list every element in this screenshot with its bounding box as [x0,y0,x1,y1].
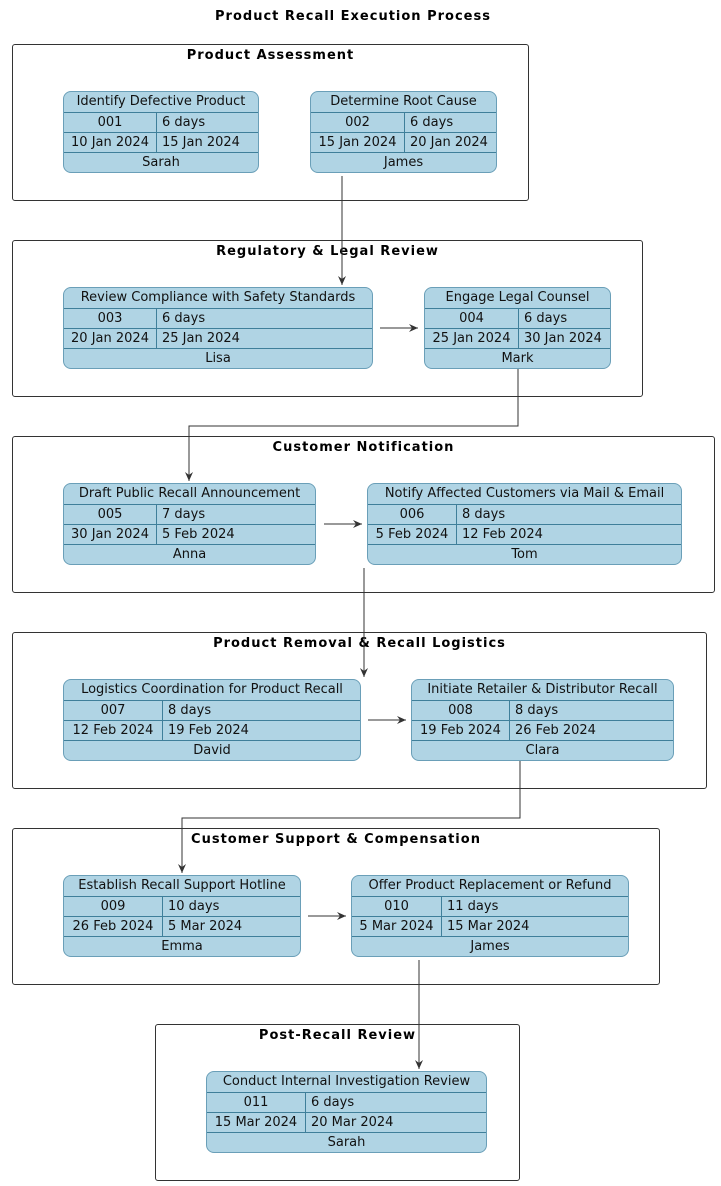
task-start: 30 Jan 2024 [64,525,157,545]
task-end: 5 Mar 2024 [168,919,243,934]
task-owner: James [470,939,510,954]
task-start: 5 Feb 2024 [368,525,457,545]
task-start: 25 Jan 2024 [425,329,519,349]
task-start: 5 Mar 2024 [352,917,442,937]
task-duration: 8 days [462,507,506,522]
task-owner: Lisa [205,351,231,366]
task-duration: 11 days [447,899,499,914]
task-id: 010 [352,897,442,917]
task-end: 26 Feb 2024 [515,723,596,738]
task-id: 003 [64,309,157,329]
task-id: 007 [64,701,163,721]
task-start: 15 Jan 2024 [311,133,405,153]
task-owner: Anna [172,547,207,562]
task-duration: 7 days [162,507,206,522]
task-duration: 6 days [162,311,206,326]
task-name: Conduct Internal Investigation Review [222,1074,471,1089]
task-id: 005 [64,505,157,525]
task-name: Review Compliance with Safety Standards [80,290,356,305]
group-5: Post-Recall Review [155,1024,520,1181]
task-node-007[interactable]: Logistics Coordination for Product Recal… [63,679,361,761]
arrow-004-005 [185,369,519,481]
task-name: Notify Affected Customers via Mail & Ema… [384,486,665,501]
task-owner: Mark [501,351,534,366]
task-id: 008 [412,701,510,721]
group-title: Post-Recall Review [258,1028,417,1043]
task-name: Offer Product Replacement or Refund [368,878,612,893]
task-owner: Sarah [142,155,180,170]
task-node-004[interactable]: Engage Legal Counsel 004 6 days 25 Jan 20… [424,287,611,369]
task-duration: 10 days [168,899,220,914]
group-1: Regulatory & Legal Review [12,240,643,397]
task-node-008[interactable]: Initiate Retailer & Distributor Recall 0… [411,679,674,761]
task-owner: David [193,743,231,758]
task-id: 006 [368,505,457,525]
task-id: 001 [64,113,157,133]
task-node-009[interactable]: Establish Recall Support Hotline 009 10 d… [63,875,301,957]
task-start: 12 Feb 2024 [64,721,163,741]
group-title: Customer Support & Compensation [191,832,481,847]
task-node-003[interactable]: Review Compliance with Safety Standards … [63,287,373,369]
task-end: 19 Feb 2024 [168,723,249,738]
task-end: 25 Jan 2024 [162,331,240,346]
task-id: 009 [64,897,163,917]
task-start: 19 Feb 2024 [412,721,510,741]
task-duration: 6 days [524,311,568,326]
task-node-006[interactable]: Notify Affected Customers via Mail & Ema… [367,483,682,565]
group-0: Product Assessment [12,44,529,201]
group-title: Customer Notification [272,440,455,455]
task-end: 15 Mar 2024 [447,919,530,934]
task-name: Logistics Coordination for Product Recal… [81,682,343,697]
task-name: Determine Root Cause [330,94,477,109]
task-start: 10 Jan 2024 [64,133,157,153]
task-end: 12 Feb 2024 [462,527,543,542]
task-node-005[interactable]: Draft Public Recall Announcement 005 7 da… [63,483,316,565]
task-duration: 6 days [410,115,454,130]
task-name: Draft Public Recall Announcement [78,486,301,501]
group-title: Product Assessment [186,48,355,63]
task-end: 5 Feb 2024 [162,527,235,542]
task-owner: Sarah [327,1135,366,1150]
task-duration: 6 days [162,115,206,130]
task-owner: James [383,155,424,170]
task-duration: 8 days [515,703,559,718]
task-id: 002 [311,113,405,133]
diagram-title: Product Recall Execution Process [215,9,491,24]
task-name: Establish Recall Support Hotline [78,878,286,893]
task-node-001[interactable]: Identify Defective Product 001 6 days 10 … [63,91,259,173]
task-id: 004 [425,309,519,329]
task-name: Identify Defective Product [76,94,246,109]
task-end: 20 Mar 2024 [311,1115,394,1130]
group-title: Regulatory & Legal Review [216,244,439,259]
group-title: Product Removal & Recall Logistics [213,636,506,651]
task-owner: Clara [525,743,560,758]
task-id: 011 [207,1093,306,1113]
task-end: 15 Jan 2024 [162,135,240,150]
task-start: 26 Feb 2024 [64,917,163,937]
group-3: Product Removal & Recall Logistics [12,632,707,789]
task-node-011[interactable]: Conduct Internal Investigation Review 01… [206,1071,487,1153]
task-name: Engage Legal Counsel [445,290,590,305]
task-duration: 6 days [311,1095,355,1110]
task-node-002[interactable]: Determine Root Cause 002 6 days 15 Jan 20… [310,91,497,173]
task-owner: Tom [511,547,538,562]
arrow-008-009 [178,761,521,873]
task-name: Initiate Retailer & Distributor Recall [427,682,658,697]
task-end: 20 Jan 2024 [410,135,488,150]
group-4: Customer Support & Compensation [12,828,660,985]
task-start: 15 Mar 2024 [207,1113,306,1133]
task-end: 30 Jan 2024 [524,331,602,346]
task-owner: Emma [161,939,203,954]
task-duration: 8 days [168,703,212,718]
task-node-010[interactable]: Offer Product Replacement or Refund 010 1… [351,875,629,957]
task-start: 20 Jan 2024 [64,329,157,349]
